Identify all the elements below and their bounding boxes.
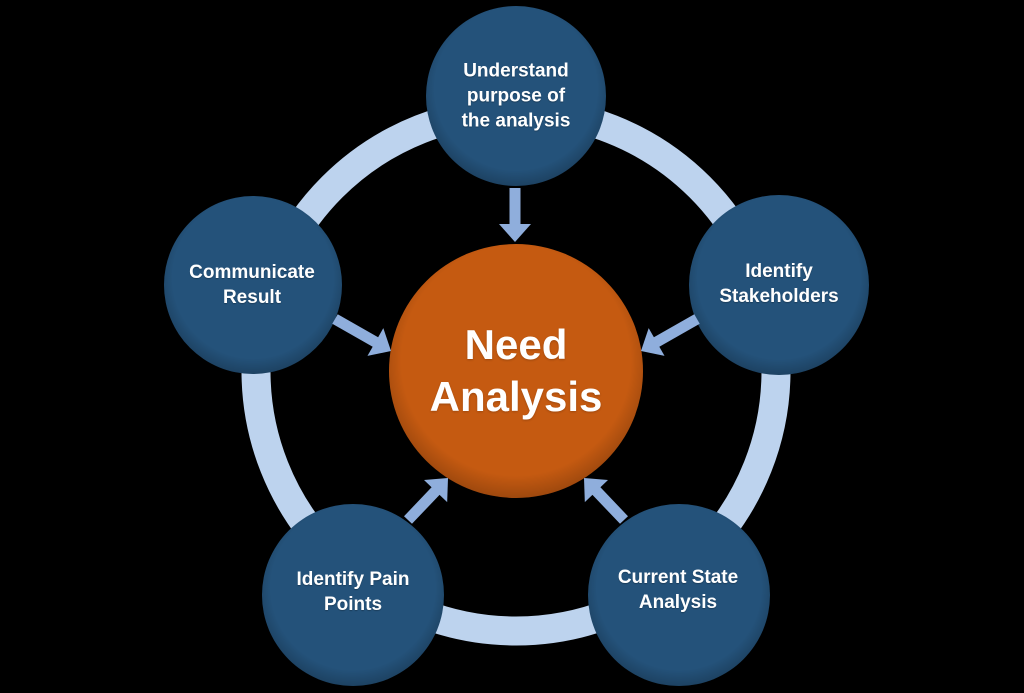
arrow-from-communicate-result — [332, 314, 392, 356]
node-shading-identify-pain-points — [262, 504, 444, 686]
node-circles — [164, 6, 869, 686]
arrows-to-center — [332, 188, 700, 524]
center-circle-shading — [389, 244, 643, 498]
node-shading-understand-purpose — [426, 6, 606, 186]
arrow-from-identify-pain-points — [404, 477, 448, 524]
node-shading-communicate-result — [164, 196, 342, 374]
node-shading-current-state-analysis — [588, 504, 770, 686]
node-shading-identify-stakeholders — [689, 195, 869, 375]
arrow-from-identify-stakeholders — [640, 314, 700, 356]
arrow-from-current-state-analysis — [584, 477, 628, 524]
arrow-from-understand-purpose — [499, 188, 531, 242]
